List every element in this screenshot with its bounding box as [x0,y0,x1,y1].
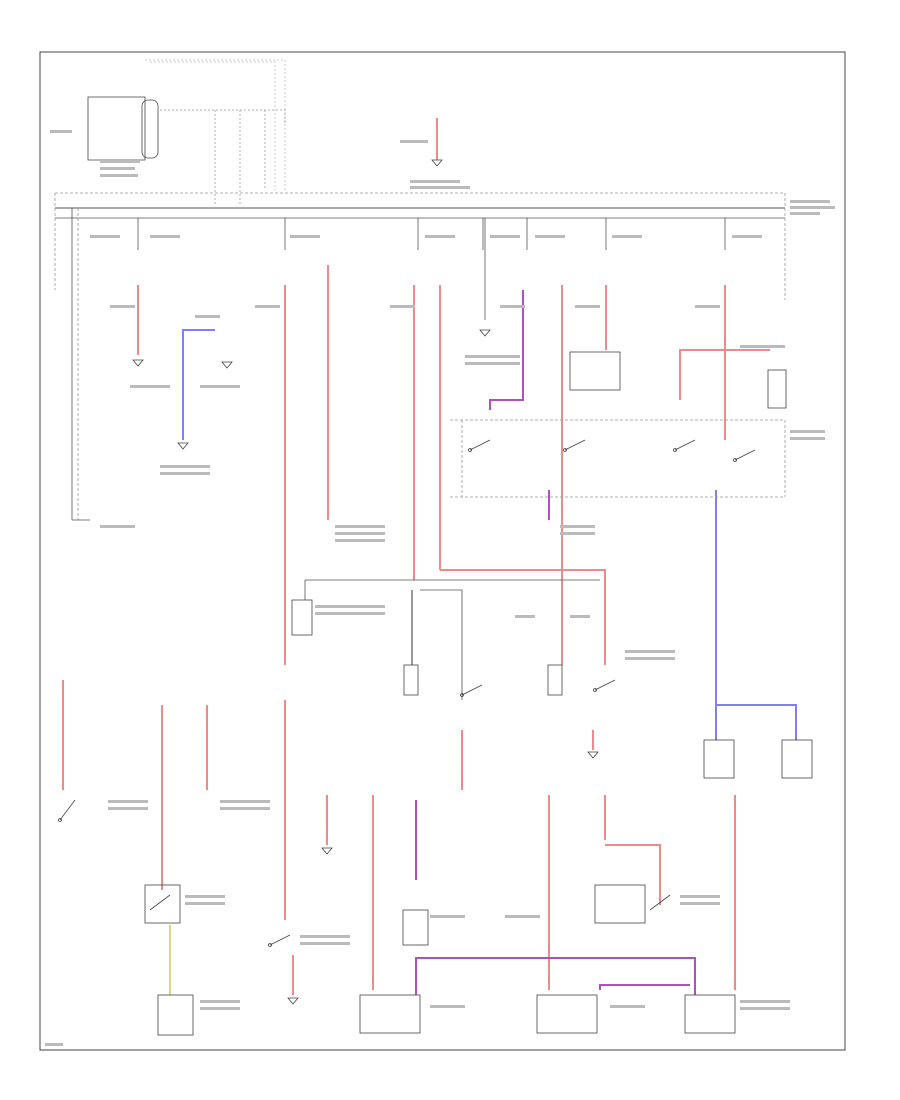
ground-symbols [132,329,599,1005]
main-bus [54,192,786,300]
label-marks [45,130,835,1046]
switches [58,439,756,947]
diagram-frame [39,51,846,1051]
blue-wires [182,329,797,740]
purple-wires [415,290,696,995]
fuse-drops [71,208,726,520]
components [144,351,813,1036]
black-wires [72,218,786,700]
red-wires [62,265,770,995]
ground-symbol [431,159,443,167]
top-fuse-box [87,59,286,205]
